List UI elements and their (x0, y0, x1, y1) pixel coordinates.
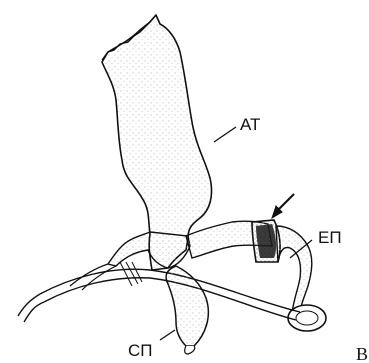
label-sp: СП (128, 341, 153, 360)
right-continuation (276, 226, 312, 316)
leader-sp (160, 330, 175, 340)
label-at: АТ (240, 115, 260, 134)
left-branch-2 (70, 264, 116, 290)
left-branch (18, 294, 44, 322)
left-fibers (120, 262, 142, 286)
leader-at (214, 127, 236, 142)
lower-pendant-tip (185, 346, 195, 354)
lower-pendant (166, 266, 208, 346)
corner-letter: B (356, 344, 368, 363)
label-ep: ЕП (318, 228, 342, 247)
terminal-loop (288, 305, 326, 331)
